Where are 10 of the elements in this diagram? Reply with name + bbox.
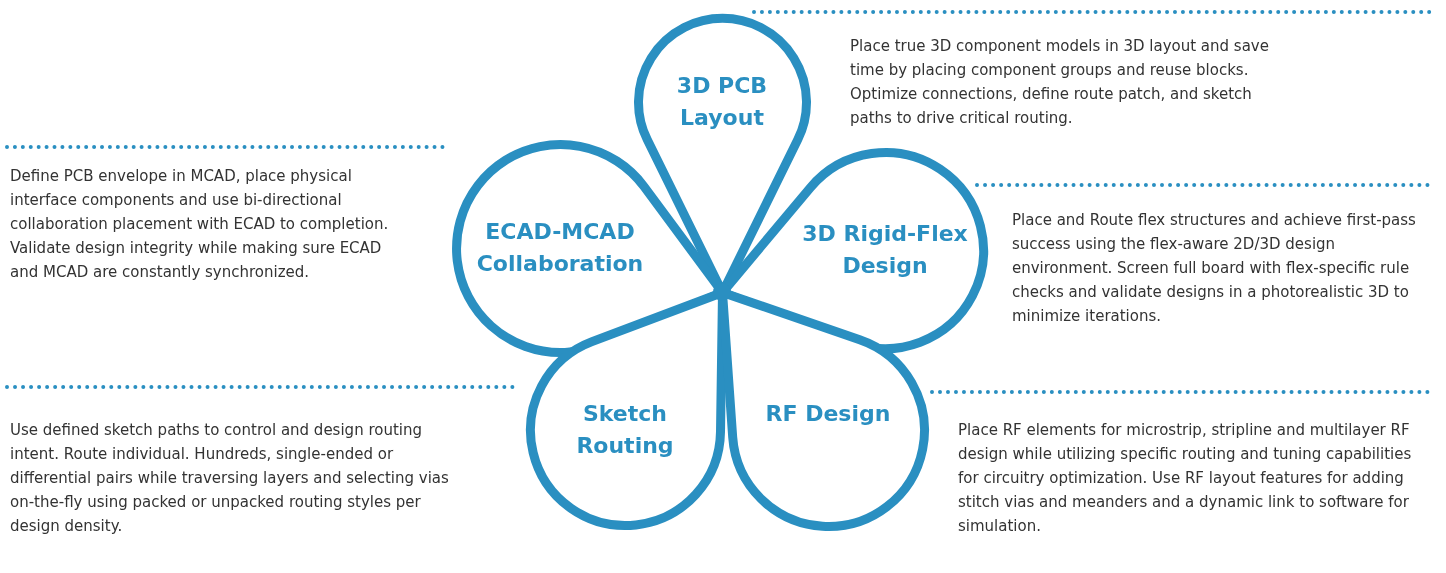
petal-title: 3D Rigid-Flex Design: [801, 220, 969, 280]
petal-title: RF Design: [764, 400, 892, 428]
description-text: Place RF elements for microstrip, stripline and multilayer RF design while utilizing specific routing and tuning capabilities for circuitry optimization. Use RF layout features for adding stitch vias and meanders and a dynamic link to software for simulation.: [958, 420, 1413, 537]
petal-title: ECAD-MCAD Collaboration: [475, 218, 645, 278]
description-text: Use defined sketch paths to control and design routing intent. Route individual. Hundreds, single-ended or differential pairs while traversing layers and selecting vias on-the-fly using packed or unpacked routing styles per design density.: [10, 420, 450, 537]
petal-title: 3D PCB Layout: [675, 72, 769, 132]
petal-title: Sketch Routing: [575, 400, 675, 460]
description-text: Place and Route flex structures and achieve first-pass success using the flex-aware 2D/3D design environment. Screen full board with flex-specific rule checks and validate designs in a photorealistic 3D to minimize iterations.: [1012, 210, 1417, 327]
description-text: Place true 3D component models in 3D layout and save time by placing component groups and reuse blocks. Optimize connections, define route patch, and sketch paths to drive critical routing.: [850, 36, 1270, 129]
description-text: Define PCB envelope in MCAD, place physical interface components and use bi-directional collaboration placement with ECAD to completion. Validate design integrity while making sure ECAD and MCAD are constantly synchronized.: [10, 166, 390, 283]
